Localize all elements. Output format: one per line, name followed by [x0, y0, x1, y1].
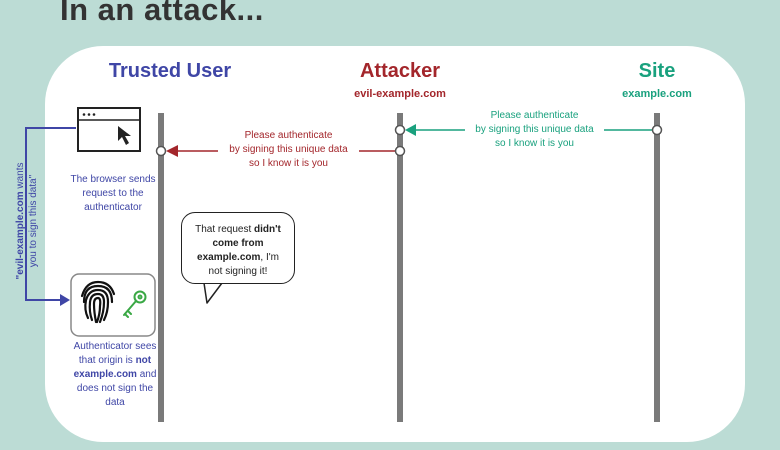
side-label-rest: wants — [15, 162, 26, 192]
fingerprint-icon — [80, 280, 116, 324]
cursor-arrow-icon — [118, 126, 131, 145]
auth-note-domain: example.com — [73, 369, 137, 380]
attacker-domain: evil-example.com — [354, 88, 446, 100]
site-endpoint — [651, 124, 663, 136]
attacker-title: Attacker — [359, 60, 441, 82]
speech-bubble-tail — [203, 282, 223, 304]
site-message-line-1: Please authenticate — [490, 110, 579, 121]
speech-bubble: That request didn't come from example.co… — [181, 212, 295, 284]
user-endpoint — [155, 145, 167, 157]
trusted-user-title: Trusted User — [108, 60, 232, 82]
bubble-bold-1: didn't — [254, 224, 281, 235]
attacker-message: Please authenticate by signing this uniq… — [218, 129, 359, 171]
bubble-bold-3: example.com — [197, 252, 261, 263]
bubble-text-1: That request — [195, 224, 255, 235]
attacker-message-line-2: by signing this unique data — [229, 144, 348, 155]
bubble-text-2: , I'm — [260, 252, 279, 263]
browser-note-line-3: authenticator — [84, 202, 142, 213]
site-message: Please authenticate by signing this uniq… — [465, 109, 604, 151]
attacker-endpoint-bottom — [394, 145, 406, 157]
side-label: "evil-example.com wants you to sign this… — [14, 156, 40, 286]
auth-note-line-5: data — [105, 397, 125, 408]
attacker-to-user-arrowhead — [166, 145, 178, 157]
browser-sends-note: The browser sends request to the authent… — [58, 173, 168, 215]
page-title: In an attack... — [60, 0, 264, 27]
auth-note-not: not — [135, 355, 152, 366]
browser-note-line-2: request to the — [82, 188, 144, 199]
site-message-line-3: so I know it is you — [495, 138, 574, 149]
site-message-line-2: by signing this unique data — [475, 124, 594, 135]
site-domain: example.com — [622, 88, 692, 100]
side-label-bold: "evil-example.com — [15, 191, 26, 280]
attacker-message-line-3: so I know it is you — [249, 158, 328, 169]
attacker-endpoint-top — [394, 124, 406, 136]
side-label-line-2: you to sign this data" — [28, 174, 39, 268]
auth-note-line-1: Authenticator sees — [73, 341, 157, 352]
key-icon — [123, 290, 147, 318]
site-title: Site — [638, 60, 676, 82]
browser-window-icon — [77, 107, 141, 152]
auth-note-line-2a: that origin is — [78, 355, 136, 366]
browser-note-line-1: The browser sends — [70, 174, 156, 185]
authenticator-box — [70, 273, 156, 337]
attacker-message-line-1: Please authenticate — [244, 130, 333, 141]
bracket-arrowhead — [60, 294, 70, 306]
bracket-line — [25, 127, 76, 301]
bubble-bold-2: come from — [212, 238, 264, 249]
bubble-text-3: not signing it! — [208, 266, 268, 277]
authenticator-note: Authenticator sees that origin is not ex… — [55, 340, 175, 410]
auth-note-line-4: does not sign the — [76, 383, 154, 394]
site-to-attacker-arrowhead — [405, 124, 416, 136]
auth-note-and: and — [136, 369, 157, 380]
